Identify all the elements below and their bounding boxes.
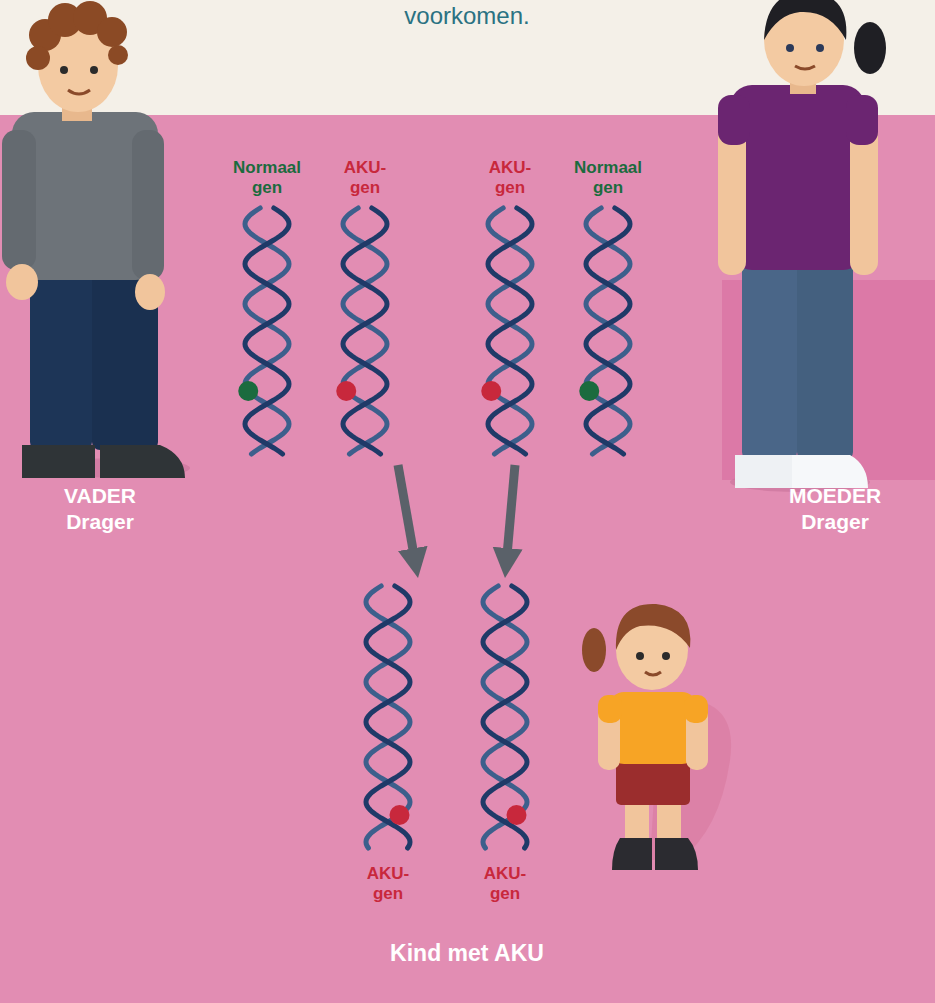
gene-label: AKU- gen bbox=[328, 158, 402, 198]
child-shirt bbox=[610, 692, 696, 764]
dna-strand bbox=[488, 208, 532, 454]
caption-label: Drager bbox=[0, 510, 230, 534]
eye bbox=[662, 652, 670, 660]
father-arm bbox=[2, 130, 36, 270]
caption-label: MOEDER bbox=[705, 484, 935, 508]
child-shoe bbox=[655, 838, 698, 870]
child-shoe bbox=[612, 838, 652, 870]
father-shoe bbox=[100, 445, 185, 478]
child-ponytail bbox=[582, 628, 606, 672]
mother-shoe bbox=[735, 455, 800, 488]
child-sleeve bbox=[598, 695, 622, 723]
gene-marker bbox=[579, 381, 599, 401]
dna-strand bbox=[366, 586, 410, 848]
dna-strand bbox=[245, 208, 289, 454]
gene-marker bbox=[389, 805, 409, 825]
caption-label: Drager bbox=[705, 510, 935, 534]
mother-shirt bbox=[730, 85, 865, 270]
dna-strand bbox=[483, 586, 527, 848]
mouth bbox=[645, 672, 661, 675]
mouth bbox=[795, 66, 815, 69]
dna-strand bbox=[488, 208, 532, 454]
caption-label: Kind met AKU bbox=[337, 940, 597, 967]
inheritance-arrow bbox=[507, 465, 515, 556]
child-leg bbox=[625, 800, 649, 842]
gene-helix: Normaal gen bbox=[571, 158, 645, 459]
child-sleeve bbox=[684, 695, 708, 723]
child-hair bbox=[616, 604, 690, 650]
caption-label: VADER bbox=[0, 484, 230, 508]
father-hand bbox=[135, 274, 165, 310]
mother-ponytail bbox=[854, 22, 886, 74]
gene-label: AKU- gen bbox=[351, 864, 425, 904]
gene-marker bbox=[336, 381, 356, 401]
father-leg bbox=[30, 265, 92, 450]
mother-leg bbox=[797, 262, 853, 460]
mouth bbox=[68, 90, 90, 94]
dna-helix bbox=[473, 204, 547, 459]
eye bbox=[816, 44, 824, 52]
gene-label: AKU- gen bbox=[473, 158, 547, 198]
gene-helix: AKU- gen bbox=[328, 158, 402, 459]
eye bbox=[786, 44, 794, 52]
caption-label: voorkomen. bbox=[337, 2, 597, 30]
dna-strand bbox=[483, 586, 527, 848]
mother-sleeve bbox=[846, 95, 878, 145]
gene-helix: AKU- gen bbox=[351, 582, 425, 904]
dna-strand bbox=[343, 208, 387, 454]
mother-leg bbox=[742, 262, 797, 460]
child-leg bbox=[657, 800, 681, 842]
mother-hair bbox=[764, 0, 846, 40]
mother-sleeve bbox=[718, 95, 750, 145]
child-figure bbox=[582, 604, 731, 870]
father-hair bbox=[26, 1, 128, 70]
gene-marker bbox=[506, 805, 526, 825]
gene-marker bbox=[238, 381, 258, 401]
dna-helix bbox=[351, 582, 425, 852]
father-arm bbox=[132, 130, 164, 280]
father-shoe bbox=[22, 445, 95, 478]
dna-strand bbox=[586, 208, 630, 454]
eye bbox=[60, 66, 68, 74]
gene-helix: AKU- gen bbox=[468, 582, 542, 904]
dna-strand bbox=[245, 208, 289, 454]
gene-helix: Normaal gen bbox=[230, 158, 304, 459]
dna-helix bbox=[230, 204, 304, 459]
dna-strand bbox=[586, 208, 630, 454]
dna-strand bbox=[343, 208, 387, 454]
dna-helix bbox=[328, 204, 402, 459]
eye bbox=[90, 66, 98, 74]
mother-figure bbox=[718, 0, 886, 492]
inheritance-arrow bbox=[398, 465, 414, 556]
dna-strand bbox=[366, 586, 410, 848]
dna-helix bbox=[468, 582, 542, 852]
eye bbox=[636, 652, 644, 660]
gene-label: Normaal gen bbox=[230, 158, 304, 198]
dna-helix bbox=[571, 204, 645, 459]
gene-label: Normaal gen bbox=[571, 158, 645, 198]
gene-label: AKU- gen bbox=[468, 864, 542, 904]
father-figure bbox=[2, 1, 190, 478]
father-hand bbox=[6, 264, 38, 300]
mother-shoe bbox=[792, 455, 868, 488]
gene-helix: AKU- gen bbox=[473, 158, 547, 459]
gene-marker bbox=[481, 381, 501, 401]
